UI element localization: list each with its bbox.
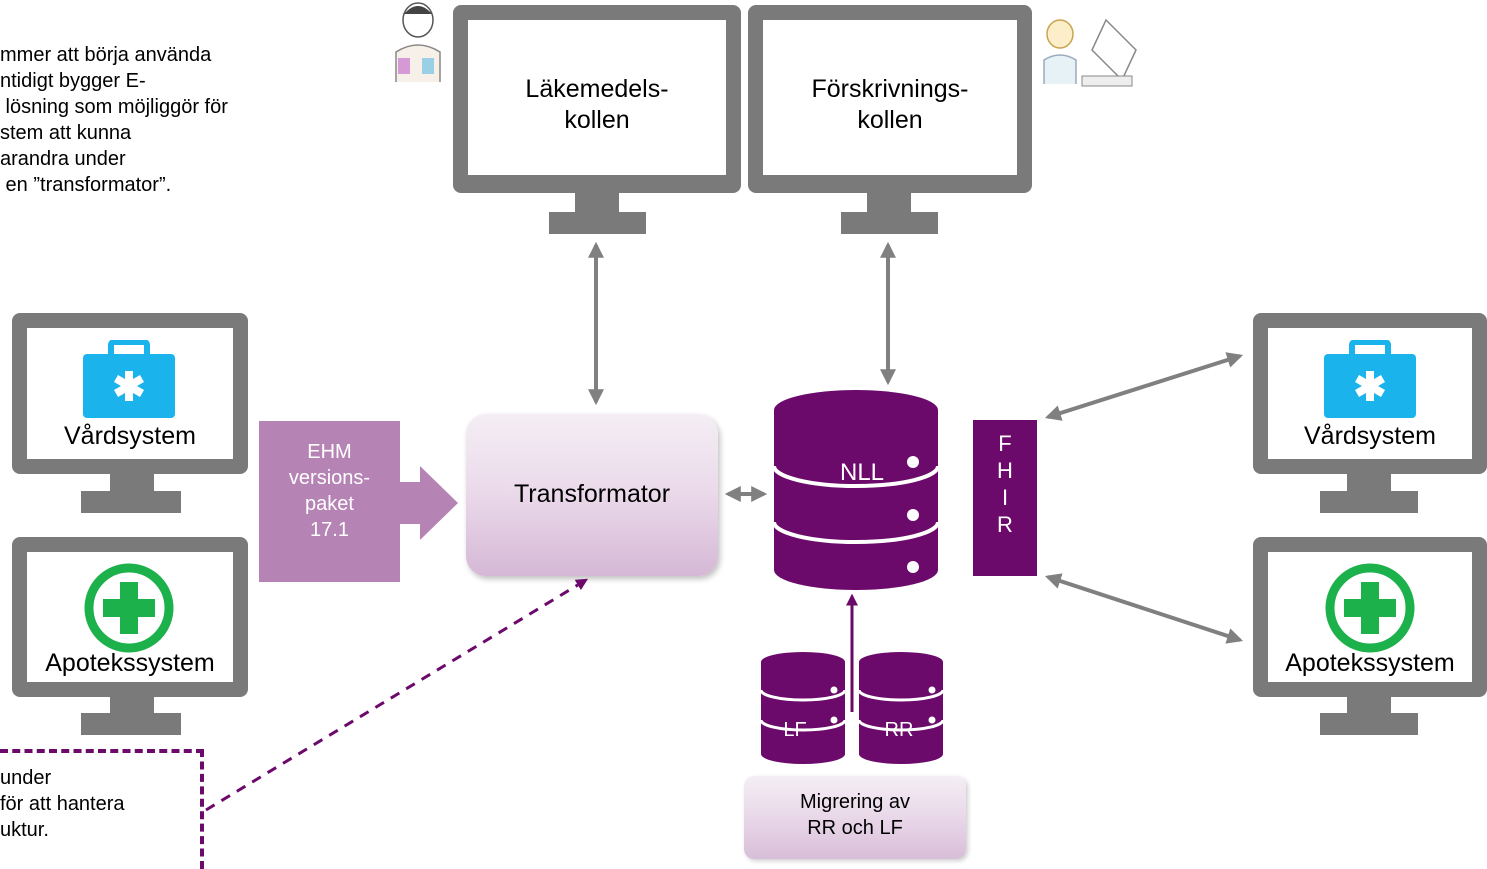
pharmacy-cross-icon — [1325, 563, 1415, 653]
fhir-label: F H I R — [997, 431, 1013, 537]
lakemedelskollen-label: Läkemedels- kollen — [525, 75, 669, 134]
vardsystem-left-label: Vårdsystem — [64, 422, 196, 450]
nll-database-icon — [772, 390, 940, 590]
rr-database-icon — [857, 652, 945, 764]
migration-label: Migrering av RR och LF — [799, 791, 911, 839]
ehm-versionspaket-box: EHM versions- paket 17.1 — [259, 421, 400, 582]
vardsystem-right-label: Vårdsystem — [1304, 422, 1436, 450]
transformator-label: Transformator — [513, 480, 671, 508]
fhir-apotekssystem-arrow — [1044, 573, 1244, 644]
lf-database-icon — [759, 652, 847, 764]
nll-label: NLL — [840, 459, 884, 486]
ehm-versionspaket-label: EHM versions- paket 17.1 — [288, 441, 371, 541]
ehm-to-transformator-arrow — [400, 466, 458, 540]
doctor-illustration-icon — [395, 2, 441, 82]
note-box: under för att hantera uktur. — [0, 749, 204, 869]
migration-box: Migrering av RR och LF — [744, 776, 966, 859]
intro-text: mmer att börja använda ntidigt bygger E-… — [0, 44, 228, 196]
forskrivningskollen-label: Förskrivnings- kollen — [811, 75, 969, 134]
doctor-computer-illustration-icon — [1043, 18, 1137, 87]
pharmacy-cross-icon — [84, 563, 174, 653]
apotekssystem-right-label: Apotekssystem — [1285, 649, 1455, 677]
apotekssystem-left-label: Apotekssystem — [45, 649, 215, 677]
medical-kit-icon — [83, 340, 175, 418]
lf-label: LF — [783, 719, 806, 741]
fhir-vardsystem-arrow — [1044, 352, 1244, 421]
medical-kit-icon — [1324, 340, 1416, 418]
note-to-transformator-arrow — [205, 578, 589, 812]
note-text: under för att hantera uktur. — [0, 767, 125, 841]
transformator-box: Transformator — [466, 414, 718, 576]
rr-label: RR — [885, 719, 914, 741]
fhir-box: F H I R — [973, 420, 1037, 576]
